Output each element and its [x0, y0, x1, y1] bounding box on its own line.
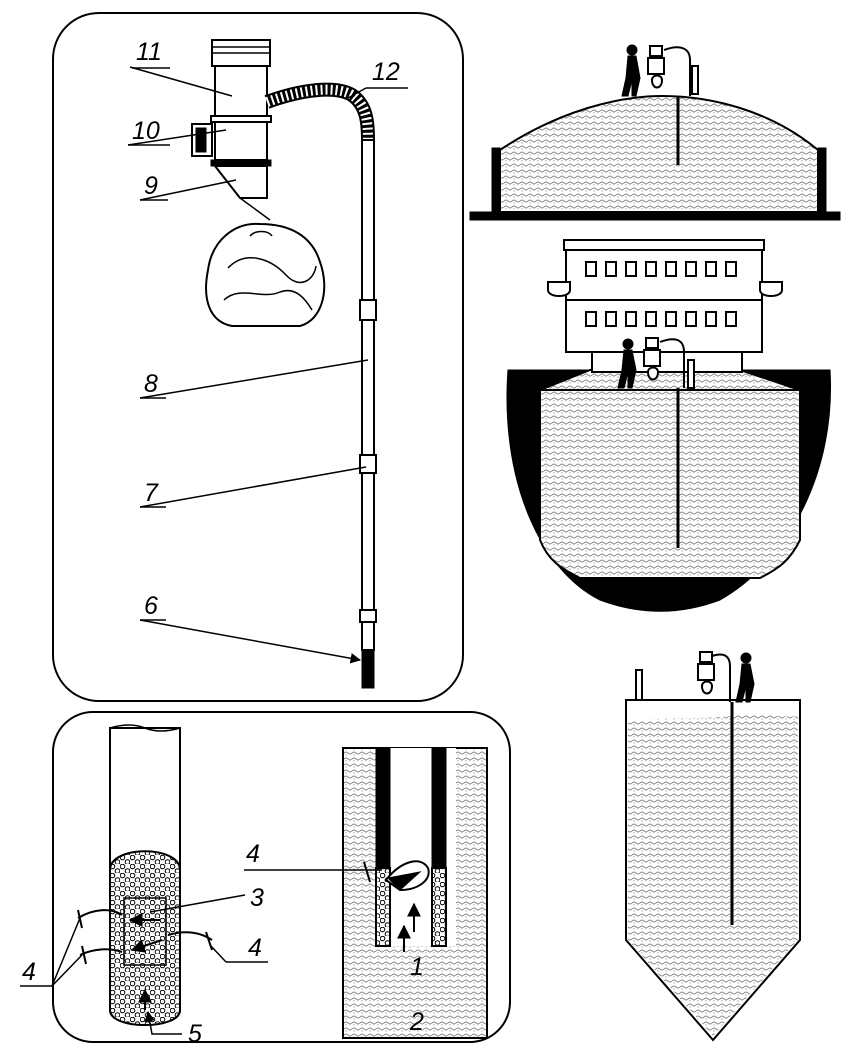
label-4-probe: 4 — [246, 840, 260, 868]
sample-bag — [205, 222, 326, 327]
funnel-9 — [212, 165, 268, 199]
label-8: 8 — [144, 370, 158, 398]
label-10: 10 — [132, 117, 160, 145]
tube-coupling-lower — [359, 609, 377, 623]
deck-hatch — [591, 351, 743, 373]
cylinder-10 — [214, 121, 268, 161]
label-6: 6 — [144, 592, 158, 620]
grain-filled-tube — [109, 850, 181, 1026]
operator-pile — [621, 44, 699, 165]
ship-bridge-roof — [563, 239, 765, 251]
label-1: 1 — [410, 953, 424, 981]
sampler-panel-frame — [52, 12, 464, 702]
sampler-panel: 11 12 10 9 8 7 6 — [52, 12, 464, 702]
grain-pile-scene — [469, 44, 841, 221]
label-12: 12 — [372, 58, 400, 86]
probe-tip-6 — [361, 649, 375, 689]
tip-detail-frame — [52, 711, 511, 1043]
cyclone-body-11 — [214, 65, 268, 117]
tube-coupling-7 — [359, 454, 377, 474]
label-4-right: 4 — [248, 934, 262, 962]
label-3: 3 — [250, 884, 264, 912]
operator-ship — [617, 337, 695, 548]
bridge-windows — [585, 261, 737, 327]
inlet-window — [123, 897, 167, 966]
silo-roof-rail — [635, 669, 643, 701]
silo-scene — [625, 651, 801, 1042]
probe-wall-left — [375, 747, 391, 869]
lifeboat-right — [759, 281, 783, 297]
tip-detail-panel: 4 3 4 5 4 1 2 — [20, 711, 511, 1048]
label-11: 11 — [136, 38, 162, 66]
label-5: 5 — [188, 1020, 202, 1048]
label-7: 7 — [144, 479, 159, 507]
pile-wall-right — [817, 147, 827, 213]
grain-pile — [499, 94, 819, 213]
lifeboat-left — [547, 281, 571, 297]
pile-base — [469, 211, 841, 221]
silo-grain — [628, 714, 798, 1036]
label-9: 9 — [144, 172, 158, 200]
tube-coupling — [359, 299, 377, 321]
hold-grain — [539, 389, 801, 579]
label-4-left: 4 — [22, 958, 36, 986]
label-2: 2 — [409, 1008, 424, 1036]
probe-wall-right — [431, 747, 447, 869]
operator-silo — [697, 651, 755, 925]
pile-wall-left — [491, 147, 501, 213]
ship-hold-scene — [506, 239, 832, 612]
probe-tube-8 — [361, 139, 375, 317]
